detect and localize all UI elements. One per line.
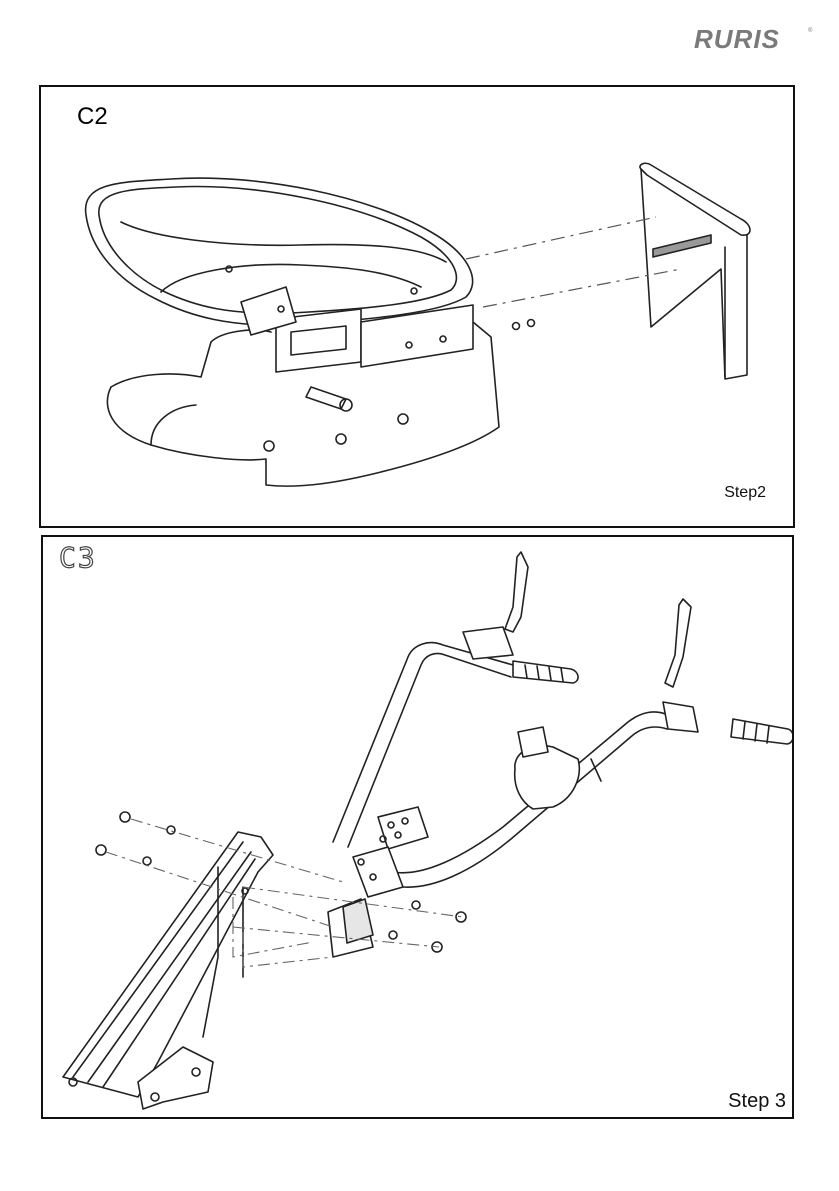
step-label-2: Step2 bbox=[724, 484, 766, 502]
logo-text: RURIS bbox=[694, 24, 780, 54]
assembly-panel-c3: C3 Step 3 bbox=[41, 535, 794, 1119]
panel-label-c3: C3 bbox=[59, 541, 97, 574]
panel-label-c2: C2 bbox=[77, 103, 108, 131]
svg-text:®: ® bbox=[808, 27, 813, 34]
ruris-logo: RURIS ® bbox=[690, 22, 815, 56]
step-label-3: Step 3 bbox=[728, 1090, 786, 1113]
assembly-panel-c2: C2 Step2 bbox=[39, 85, 795, 528]
seat-assembly-illustration bbox=[41, 87, 793, 526]
handlebar-assembly-illustration bbox=[43, 537, 792, 1117]
